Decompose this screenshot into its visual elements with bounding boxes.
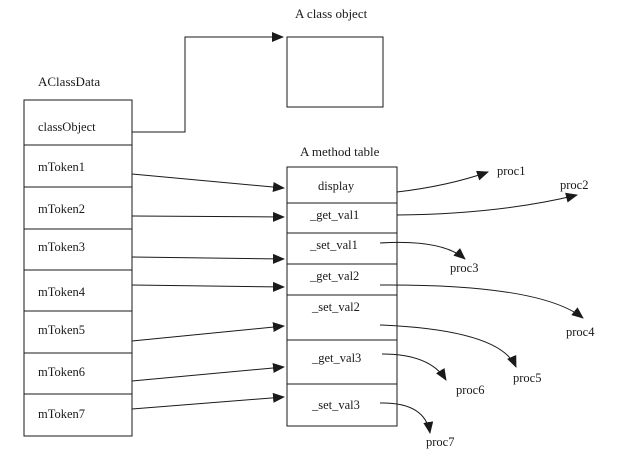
class-object-box [286, 36, 384, 108]
token-3-arrow [131, 253, 285, 264]
token-4-arrow [131, 281, 285, 292]
token-6-arrow [131, 363, 285, 382]
proc3-label: proc3 [450, 261, 478, 275]
method-table-title: A method table [300, 144, 380, 159]
proc6-label: proc6 [456, 383, 484, 397]
method-get-val2: _get_val2 [309, 269, 359, 283]
proc5-arrow [379, 324, 517, 368]
token-6: mToken6 [38, 365, 85, 379]
proc7-label: proc7 [426, 435, 454, 449]
method-set-val1: _set_val1 [309, 238, 358, 252]
token-5-arrow [131, 322, 285, 342]
proc2-arrow [396, 192, 578, 216]
class-data-title: AClassData [38, 74, 100, 89]
proc1-arrow [396, 170, 489, 193]
token-4: mToken4 [38, 285, 86, 299]
token-5: mToken5 [38, 323, 85, 337]
class-object-title: A class object [295, 6, 368, 21]
method-get-val3: _get_val3 [311, 351, 361, 365]
method-get-val1: _get_val1 [309, 208, 359, 222]
proc1-label: proc1 [497, 164, 525, 178]
token-7-arrow [131, 392, 285, 410]
method-set-val3: _set_val3 [311, 398, 360, 412]
method-display: display [318, 179, 355, 193]
proc3-arrow [379, 241, 466, 260]
token-7: mToken7 [38, 407, 85, 421]
token-2-arrow [131, 211, 285, 222]
proc7-arrow [379, 402, 434, 434]
token-1: mToken1 [38, 160, 85, 174]
method-table-column: display _get_val1 _set_val1 _get_val2 _s… [286, 166, 398, 427]
method-set-val2: _set_val2 [311, 300, 360, 314]
proc6-arrow [381, 353, 447, 381]
proc5-label: proc5 [513, 371, 541, 385]
proc2-label: proc2 [560, 178, 588, 192]
class-data-column: classObject mToken1 mToken2 mToken3 mTok… [23, 99, 133, 437]
class-object-field: classObject [38, 120, 96, 134]
token-3: mToken3 [38, 240, 85, 254]
token-2: mToken2 [38, 202, 85, 216]
method-table-box [286, 166, 398, 427]
class-object-pointer-arrow [132, 32, 284, 133]
class-data-box [23, 99, 133, 437]
token-1-arrow [131, 173, 285, 192]
proc4-label: proc4 [566, 325, 595, 339]
proc4-arrow [379, 284, 584, 319]
